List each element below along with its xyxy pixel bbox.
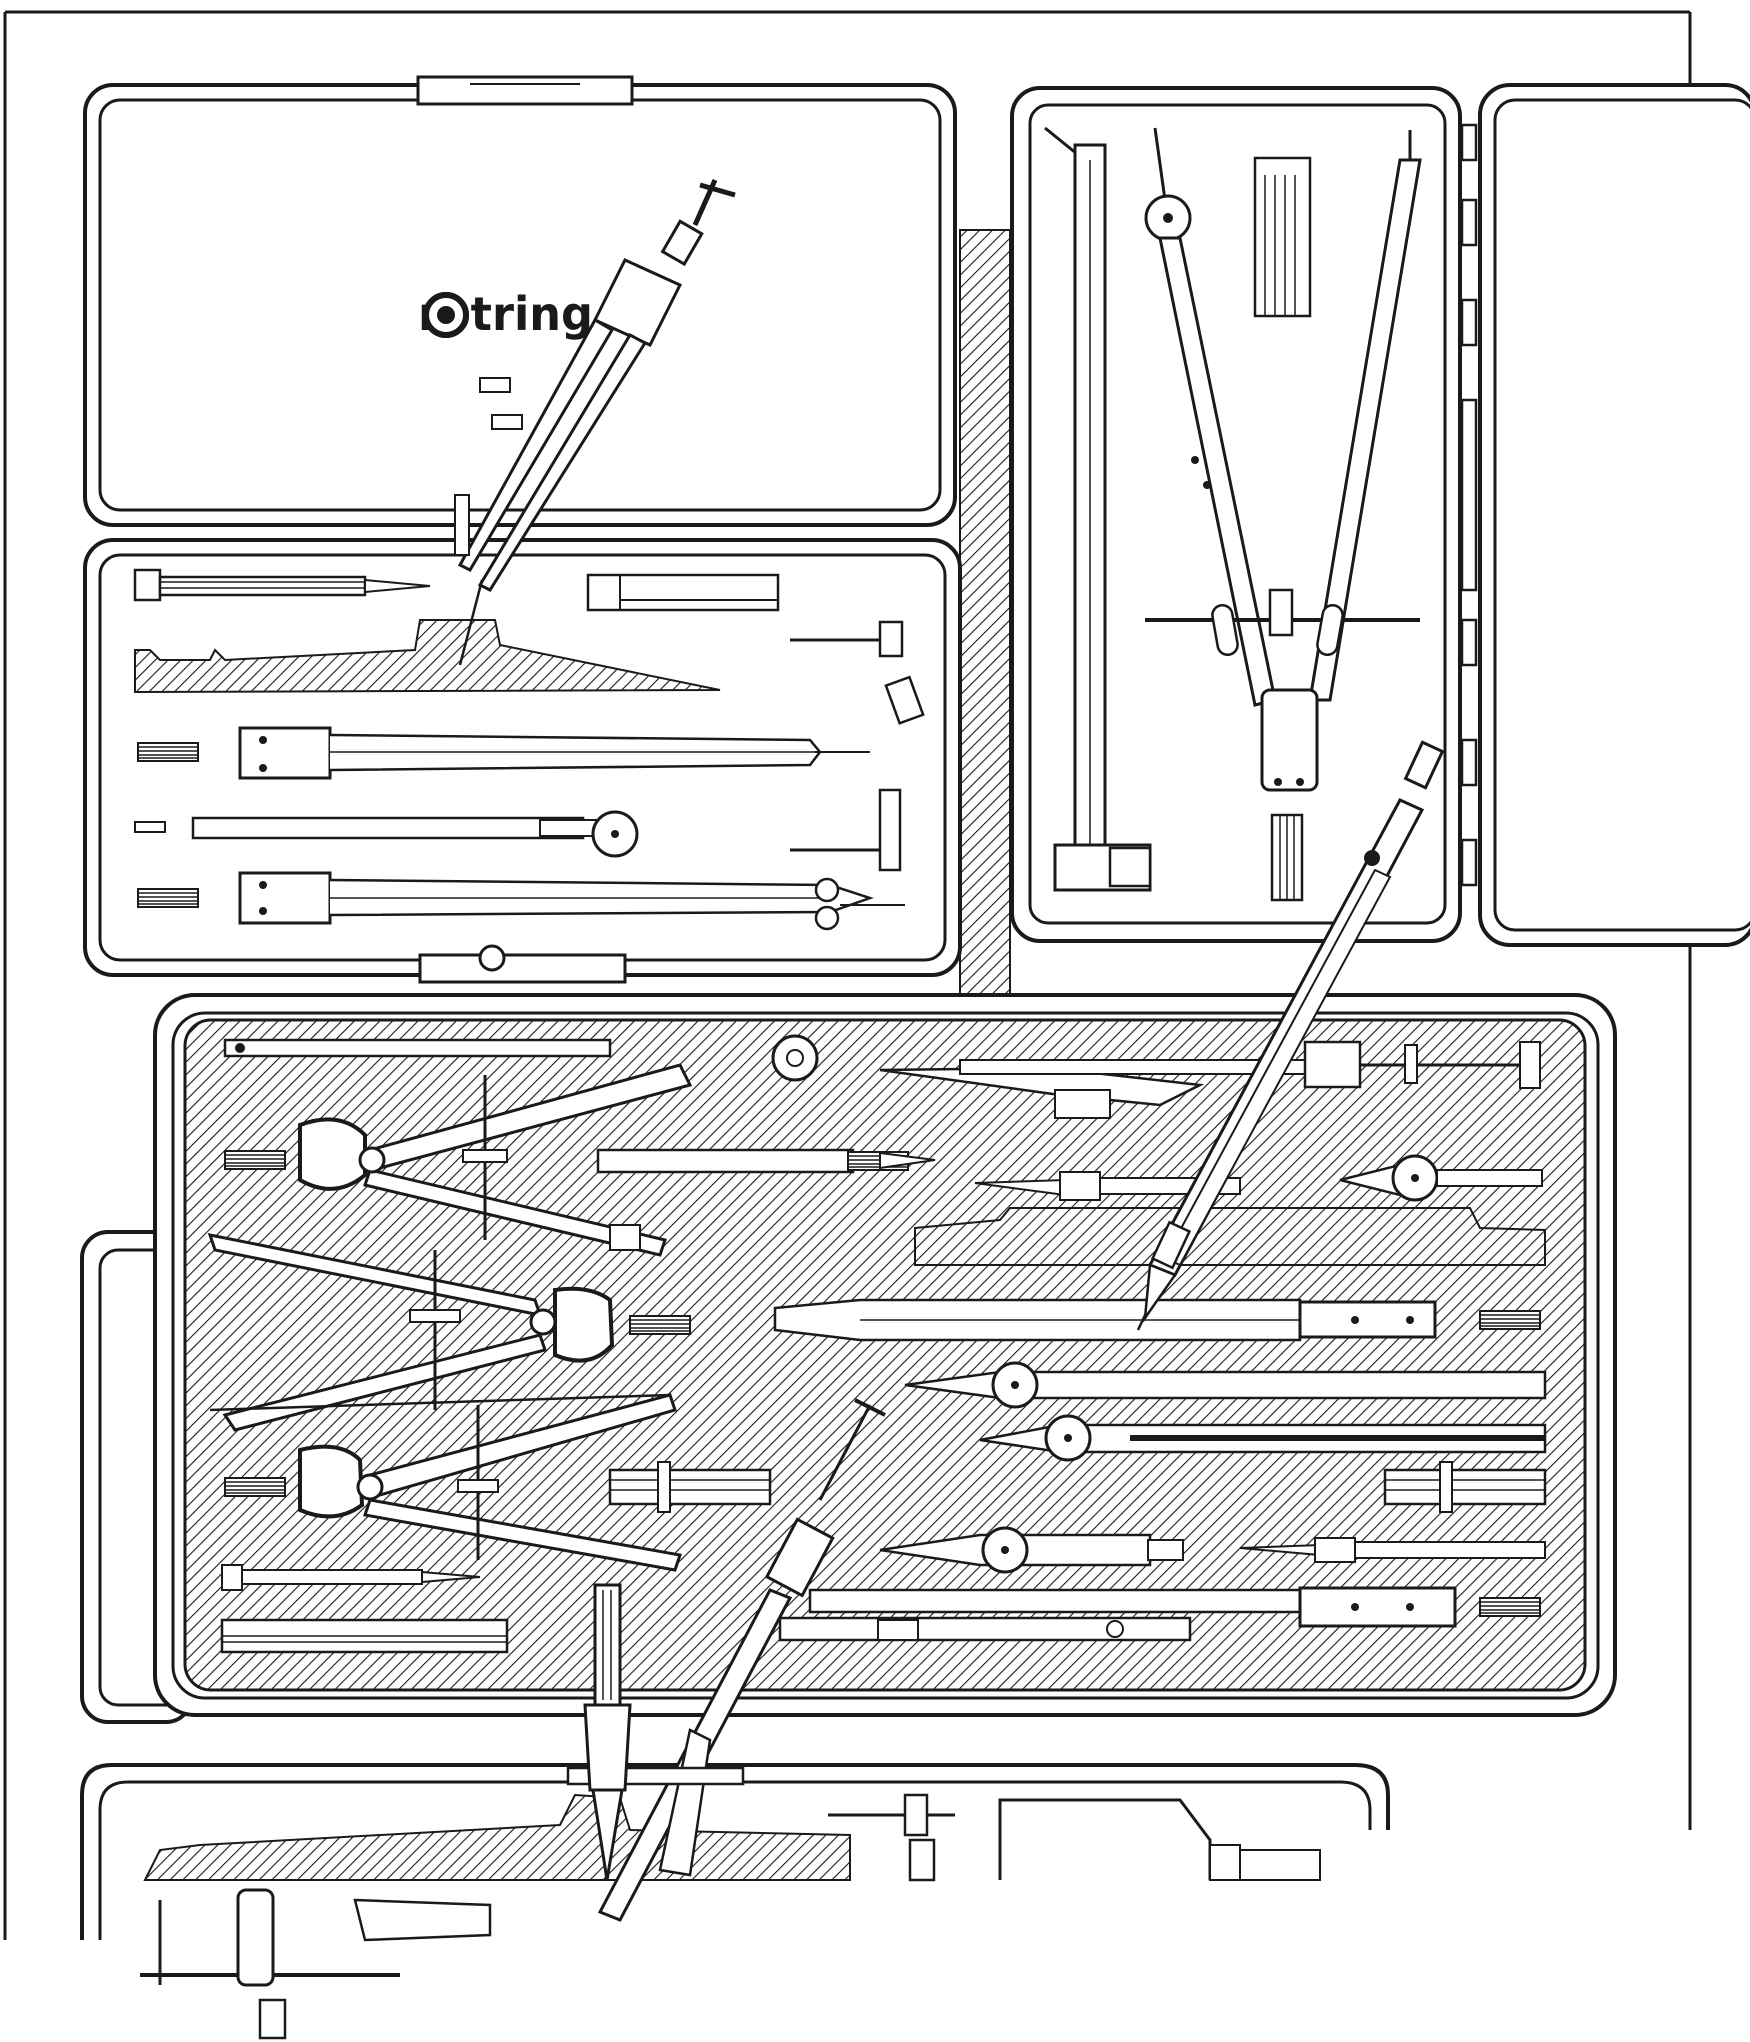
extension-bar-2: [137, 871, 905, 931]
bar-with-disc-3: [879, 1526, 1184, 1574]
bow-compass-1: [224, 1063, 693, 1257]
cropped-corner-left: [0, 1945, 80, 2042]
floating-pen-right: [1136, 740, 1445, 1331]
large-compass: [1144, 127, 1422, 902]
small-clamp-2: [790, 788, 902, 872]
top-left-lid: rotring: [83, 75, 957, 527]
extension-bar-main: [773, 1298, 1541, 1342]
bow-compass-3: [224, 1393, 682, 1572]
right-lid: [1460, 83, 1750, 947]
tray-slot: [134, 619, 721, 694]
cap-and-holder: [140, 1888, 492, 2040]
pen-middle: [596, 1148, 936, 1174]
extension-bar-bottom: [778, 1586, 1541, 1642]
bar-with-disc-2: [979, 1414, 1547, 1462]
extension-bar-1: [137, 726, 870, 780]
bottom-tray: [80, 1763, 1390, 2040]
knurled-sleeve-right: [1383, 1461, 1547, 1513]
knurled-sleeve: [608, 1461, 772, 1513]
small-clamp-1: [790, 620, 925, 725]
lead-holder: [133, 568, 431, 602]
cropped-corner-right: [1325, 1835, 1750, 2042]
beam-bar: [1044, 126, 1152, 892]
floating-compass-top: [454, 178, 736, 666]
small-clamp-3: [828, 1793, 955, 1882]
bottom-slot: [143, 1793, 851, 1881]
bow-compass-2: [207, 1233, 691, 1432]
floating-compass-bottom: [566, 1398, 886, 1922]
main-tray: [153, 993, 1617, 1717]
lid-clasp: [416, 75, 634, 106]
case-backing: [959, 229, 1011, 1011]
lead-holder-bottom: [221, 1564, 481, 1591]
bar-bottom: [220, 1618, 509, 1654]
pen-tip-bottom-right: [1239, 1537, 1546, 1563]
rotring-logo: rotring: [418, 287, 593, 341]
lead-refill-box: [1253, 156, 1312, 318]
divider-arm: [134, 810, 639, 858]
bar-with-disc-1: [904, 1361, 1547, 1409]
inner-slot-right: [914, 1207, 1546, 1266]
top-left-tray: [83, 538, 962, 984]
lead-container: [586, 573, 780, 612]
top-right-tray: [1010, 86, 1462, 943]
insert-box: [998, 1798, 1321, 1881]
pin-holder: [223, 1038, 612, 1058]
lid-hinges: [1460, 123, 1478, 887]
